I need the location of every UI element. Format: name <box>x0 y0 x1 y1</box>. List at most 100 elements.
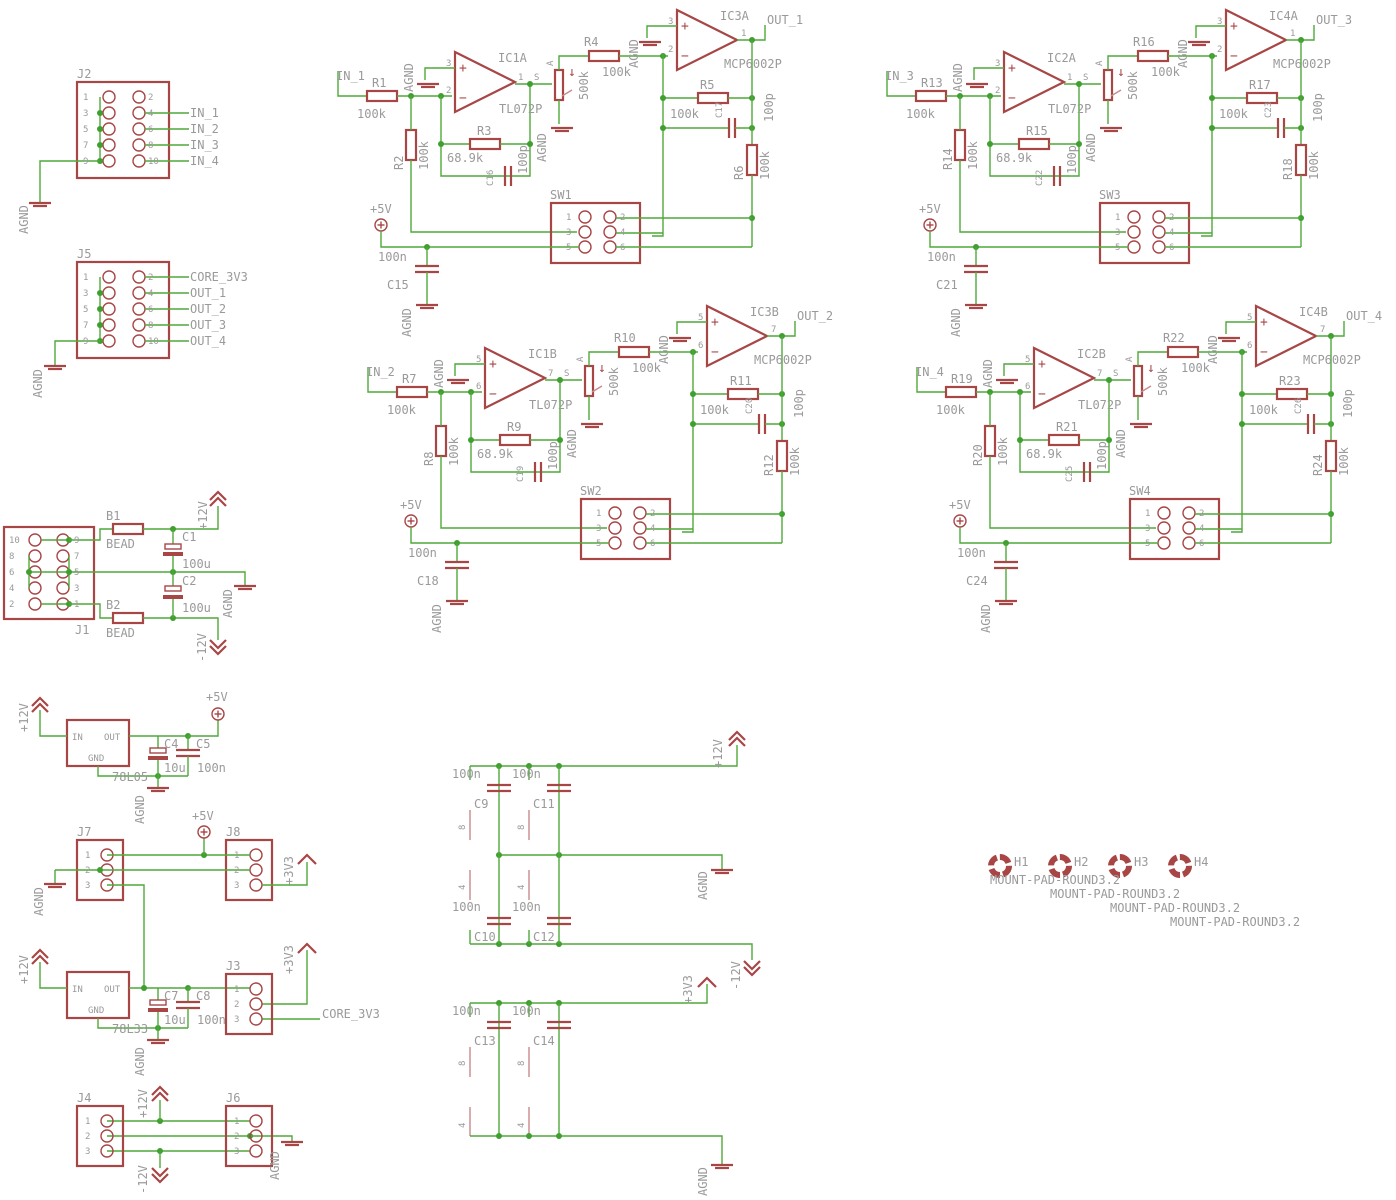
hole-ref: H1 <box>1014 855 1028 869</box>
cap-ref: C13 <box>474 1034 496 1048</box>
wire <box>39 160 100 203</box>
junction <box>97 867 103 873</box>
pin-pad <box>132 286 146 300</box>
resistor-feedback <box>1017 137 1051 151</box>
pin-number: 3 <box>596 524 601 534</box>
resistor-ref: R24 <box>1311 454 1325 476</box>
pin-number: 1 <box>596 509 601 519</box>
header-J1-body <box>2 525 96 621</box>
power-arrow-up-icon <box>208 490 228 508</box>
ground-icon <box>993 599 1019 606</box>
ground-icon <box>445 378 471 385</box>
junction <box>1106 437 1112 443</box>
pin-pad <box>28 549 42 563</box>
pin-number: 2 <box>1169 213 1174 223</box>
agnd-label: AGND <box>430 604 444 633</box>
junction <box>97 126 103 132</box>
ic-ref: IC1B <box>528 347 557 361</box>
net-label: CORE_3V3 <box>190 270 248 284</box>
vcc-icon <box>374 218 388 232</box>
junction <box>468 437 474 443</box>
cap-value: 100n <box>452 900 481 914</box>
wire <box>262 862 308 886</box>
m12-label: -12V <box>136 1165 150 1194</box>
pin-number: 5 <box>698 313 703 323</box>
cap-value: 100n <box>378 250 407 264</box>
ic-type: MCP6002P <box>1273 57 1331 71</box>
agnd-label: AGND <box>535 133 549 162</box>
regulator-name: 78L05 <box>112 770 148 784</box>
vcc-icon <box>953 514 967 528</box>
wire <box>69 528 113 541</box>
resistor-value: 100k <box>670 107 700 121</box>
power-arrow-down-icon <box>208 638 228 656</box>
pot-value: 500k <box>607 366 621 396</box>
bead-value: BEAD <box>106 537 135 551</box>
header-name: J2 <box>77 67 91 81</box>
ground-icon <box>145 1038 171 1045</box>
wire <box>973 67 1004 80</box>
pin-number: 1 <box>566 213 571 223</box>
header-body <box>224 1104 274 1168</box>
wire <box>588 351 618 366</box>
ic-type: MCP6002P <box>754 353 812 367</box>
pot-pin: S <box>1083 73 1088 83</box>
net-label: OUT_3 <box>190 318 226 332</box>
cap-ref: C11 <box>533 797 555 811</box>
pin-number: 3 <box>83 109 88 119</box>
pot-pin: A <box>1095 60 1105 66</box>
header-body <box>75 260 171 360</box>
bead-value: BEAD <box>106 626 135 640</box>
junction <box>97 142 103 148</box>
wire <box>682 350 694 533</box>
ground-icon <box>709 868 735 875</box>
resistor-R5 <box>1275 387 1309 401</box>
cap-ref: C9 <box>474 797 488 811</box>
pin-number: 6 <box>1199 539 1204 549</box>
pin-number: 2 <box>620 213 625 223</box>
pin-pad <box>132 334 146 348</box>
resistor-value: 100k <box>602 65 632 79</box>
cap-ref: C17 <box>715 102 725 118</box>
ic-ref: IC2B <box>1077 347 1106 361</box>
pin-number: 3 <box>83 289 88 299</box>
pin-pad <box>1152 210 1166 224</box>
cap-ref: C7 <box>164 989 178 1003</box>
header-name: J6 <box>226 1091 240 1105</box>
power-arrow-down-icon <box>150 1166 170 1184</box>
plus-sign: + <box>489 357 497 372</box>
wire <box>989 456 1156 529</box>
wire <box>1316 321 1345 337</box>
pin-pad <box>608 521 622 535</box>
pin-number: 1 <box>1067 73 1072 83</box>
minus-sign: − <box>681 49 689 64</box>
cap-ref: C20 <box>745 398 755 414</box>
resistor-ref: R6 <box>732 166 746 180</box>
junction <box>1106 377 1112 383</box>
pin-pad <box>578 225 592 239</box>
pin-number: 7 <box>1097 369 1102 379</box>
agnd-label: AGND <box>657 335 671 364</box>
pin-number: 2 <box>148 93 153 103</box>
ic-ref: IC2A <box>1047 51 1077 65</box>
cap-ref: C22 <box>1035 170 1045 186</box>
pin-number: 3 <box>1145 524 1150 534</box>
header-J4 <box>75 1104 125 1168</box>
wire <box>39 710 67 737</box>
minus-sign: − <box>489 387 497 402</box>
resistor-ref: R5 <box>700 78 714 92</box>
cap-value: 100n <box>512 1004 541 1018</box>
agnd-label: AGND <box>979 604 993 633</box>
ic-type: MCP6002P <box>724 57 782 71</box>
pin-pad <box>102 106 116 120</box>
pin-pad <box>249 997 263 1011</box>
junction <box>66 569 72 575</box>
agnd-label: AGND <box>981 359 995 388</box>
resistor-value: 68.9k <box>996 151 1033 165</box>
resistor-value: 100k <box>1181 361 1211 375</box>
ground-icon <box>444 599 470 606</box>
wire <box>1225 321 1256 334</box>
pin-number: 5 <box>1115 243 1120 253</box>
